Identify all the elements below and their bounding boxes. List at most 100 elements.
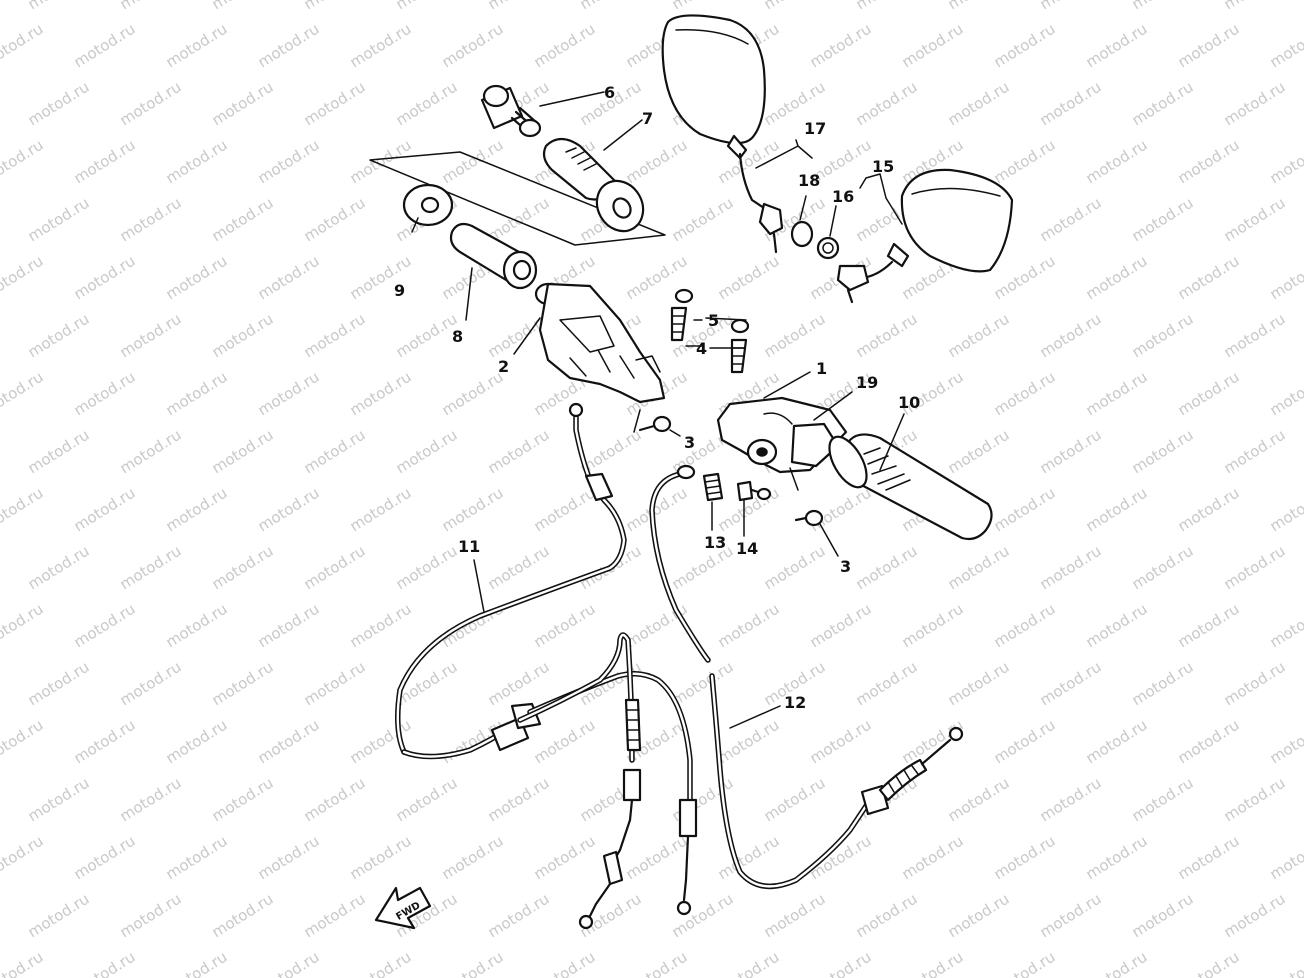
watermark-text: motod.ru	[209, 310, 277, 362]
left-mirror-part-17	[661, 14, 784, 254]
watermark-text: motod.ru	[1037, 658, 1105, 710]
watermark-text: motod.ru	[669, 194, 737, 246]
watermark-text: motod.ru	[669, 0, 737, 13]
watermark-text: motod.ru	[807, 716, 875, 768]
watermark-text: motod.ru	[991, 948, 1059, 978]
callout-7: 7	[642, 109, 653, 128]
watermark-text: motod.ru	[71, 948, 139, 978]
watermark-text: motod.ru	[1037, 0, 1105, 13]
watermark-text: motod.ru	[0, 832, 46, 884]
watermark-text: motod.ru	[899, 832, 967, 884]
throttle-tube-part-8	[449, 222, 538, 290]
watermark-text: motod.ru	[393, 310, 461, 362]
watermark-text: motod.ru	[669, 542, 737, 594]
watermark-text: motod.ru	[301, 426, 369, 478]
watermark-text: motod.ru	[71, 252, 139, 304]
watermark-text: motod.ru	[531, 484, 599, 536]
watermark-text: motod.ru	[991, 136, 1059, 188]
watermark-text: motod.ru	[163, 948, 231, 978]
watermark-text: motod.ru	[25, 774, 93, 826]
watermark-text: motod.ru	[209, 774, 277, 826]
watermark-text: motod.ru	[163, 368, 231, 420]
watermark-text: motod.ru	[853, 658, 921, 710]
watermark-text: motod.ru	[485, 426, 553, 478]
screw-part-3-left	[633, 409, 672, 433]
watermark-text: motod.ru	[1221, 658, 1289, 710]
watermark-text: motod.ru	[71, 832, 139, 884]
watermark-text: motod.ru	[1129, 426, 1197, 478]
watermark-text: motod.ru	[1037, 774, 1105, 826]
watermark-text: motod.ru	[1267, 948, 1304, 978]
watermark-text: motod.ru	[1221, 542, 1289, 594]
watermark-text: motod.ru	[117, 426, 185, 478]
watermark-text: motod.ru	[807, 948, 875, 978]
watermark-text: motod.ru	[347, 20, 415, 72]
watermark-text: motod.ru	[853, 310, 921, 362]
watermark-text: motod.ru	[1129, 774, 1197, 826]
watermark-text: motod.ru	[393, 426, 461, 478]
adjuster-part-13	[702, 472, 724, 502]
watermark-text: motod.ru	[1267, 252, 1304, 304]
watermark-text: motod.ru	[301, 890, 369, 942]
watermark-text: motod.ru	[1129, 310, 1197, 362]
watermark-text: motod.ru	[117, 542, 185, 594]
washer-part-9	[402, 183, 454, 227]
watermark-text: motod.ru	[255, 484, 323, 536]
watermark-text: motod.ru	[1129, 890, 1197, 942]
watermark-text: motod.ru	[347, 948, 415, 978]
screw-part-3-right	[794, 509, 824, 527]
watermark-text: motod.ru	[0, 948, 46, 978]
watermark-text: motod.ru	[347, 368, 415, 420]
watermark-text: motod.ru	[301, 194, 369, 246]
locknut-part-14	[736, 480, 772, 502]
watermark-text: motod.ru	[1037, 310, 1105, 362]
watermark-text: motod.ru	[117, 774, 185, 826]
watermark-text: motod.ru	[71, 20, 139, 72]
watermark-text: motod.ru	[1129, 542, 1197, 594]
watermark-text: motod.ru	[1129, 658, 1197, 710]
watermark-text: motod.ru	[715, 600, 783, 652]
watermark-text: motod.ru	[255, 716, 323, 768]
watermark-text: motod.ru	[945, 890, 1013, 942]
bar-end-weight-part-6	[480, 84, 542, 138]
watermark-text: motod.ru	[255, 832, 323, 884]
watermark-text: motod.ru	[715, 252, 783, 304]
watermark-text: motod.ru	[1267, 600, 1304, 652]
watermark-text: motod.ru	[117, 310, 185, 362]
watermark-text: motod.ru	[1037, 890, 1105, 942]
watermark-text: motod.ru	[715, 832, 783, 884]
watermark-text: motod.ru	[1267, 716, 1304, 768]
watermark-text: motod.ru	[531, 20, 599, 72]
watermark-text: motod.ru	[531, 600, 599, 652]
watermark-text: motod.ru	[715, 948, 783, 978]
watermark-text: motod.ru	[899, 716, 967, 768]
watermark-text: motod.ru	[669, 890, 737, 942]
callout-10: 10	[898, 393, 920, 412]
callout-3-left: 3	[684, 433, 695, 452]
watermark-text: motod.ru	[117, 658, 185, 710]
throttle-housing-part-2	[534, 282, 666, 404]
callout-5: 5	[708, 311, 719, 330]
watermark-text: motod.ru	[945, 426, 1013, 478]
watermark-text: motod.ru	[209, 426, 277, 478]
watermark-text: motod.ru	[439, 832, 507, 884]
callout-labels: 1 2 3 3 4 5 6 7 8 9 10 11 12 13 14 15 16…	[394, 83, 920, 712]
watermark-text: motod.ru	[1221, 890, 1289, 942]
watermark-text: motod.ru	[1037, 542, 1105, 594]
watermark-text: motod.ru	[623, 832, 691, 884]
watermark-text: motod.ru	[255, 368, 323, 420]
watermark-text: motod.ru	[163, 600, 231, 652]
callout-16: 16	[832, 187, 854, 206]
callout-17: 17	[804, 119, 826, 138]
watermark-text: motod.ru	[761, 890, 829, 942]
watermark-text: motod.ru	[1083, 484, 1151, 536]
left-grip-kit-outline	[369, 151, 666, 246]
watermark-text: motod.ru	[117, 0, 185, 13]
watermark-text: motod.ru	[347, 136, 415, 188]
callout-13: 13	[704, 533, 726, 552]
watermark-text: motod.ru	[991, 832, 1059, 884]
watermark-text: motod.ru	[439, 484, 507, 536]
watermark-text: motod.ru	[853, 890, 921, 942]
